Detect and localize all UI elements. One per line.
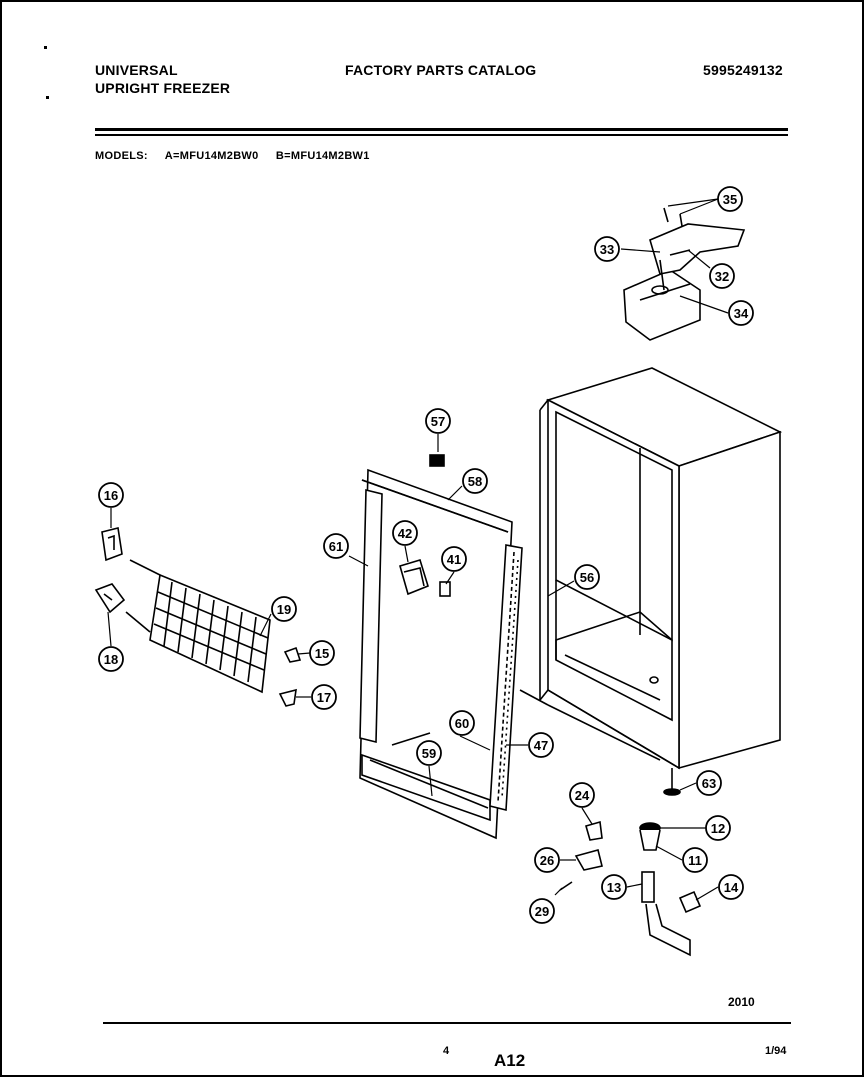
- callout-11: 11: [682, 847, 708, 873]
- svg-text:56: 56: [580, 570, 594, 585]
- part-24-fitting: [585, 820, 603, 841]
- callout-58: 58: [462, 468, 488, 494]
- callout-13: 13: [601, 874, 627, 900]
- callout-32: 32: [709, 263, 735, 289]
- svg-text:16: 16: [104, 488, 118, 503]
- leveling-leg: [663, 768, 681, 796]
- scan-mark: [44, 46, 47, 49]
- svg-text:17: 17: [317, 690, 331, 705]
- callout-14: 14: [718, 874, 744, 900]
- brand-line-1: UNIVERSAL: [95, 62, 178, 78]
- shelf-clip-lower: [278, 688, 297, 707]
- drain-clip: [678, 890, 702, 914]
- door-handle-part: [399, 559, 429, 596]
- door-shelf-grille: [125, 559, 271, 694]
- models-line: MODELS: A=MFU14M2BW0 B=MFU14M2BW1: [95, 150, 384, 162]
- svg-text:34: 34: [734, 306, 749, 321]
- svg-text:59: 59: [422, 746, 436, 761]
- shelf-clip-upper: [283, 646, 302, 663]
- svg-text:41: 41: [447, 552, 461, 567]
- svg-text:63: 63: [702, 776, 716, 791]
- callout-41: 41: [441, 546, 467, 572]
- part-callouts: 35 33 32 34 57 58 16 61 42 41 56 19 15 1…: [98, 186, 754, 924]
- svg-text:12: 12: [711, 821, 725, 836]
- model-b: B=MFU14M2BW1: [275, 150, 370, 162]
- svg-text:24: 24: [575, 788, 590, 803]
- callout-33: 33: [594, 236, 620, 262]
- shelf-bracket-upper: [101, 527, 123, 562]
- callout-12: 12: [705, 815, 731, 841]
- callout-15: 15: [309, 640, 335, 666]
- catalog-date: 1/94: [765, 1045, 787, 1057]
- callout-29: 29: [529, 898, 555, 924]
- header-rule-bottom: [95, 134, 788, 136]
- door-plug: [429, 454, 445, 467]
- door-gasket: [489, 544, 523, 812]
- page-number: 4: [443, 1045, 450, 1057]
- callout-19: 19: [271, 596, 297, 622]
- model-a: A=MFU14M2BW0: [164, 150, 259, 162]
- leader-lines: [107, 198, 729, 901]
- svg-text:42: 42: [398, 526, 412, 541]
- drain-tube: [641, 871, 691, 957]
- callout-61: 61: [323, 533, 349, 559]
- part-26-fitting: [574, 849, 603, 871]
- callout-18: 18: [98, 646, 124, 672]
- svg-text:11: 11: [688, 853, 702, 868]
- thermostat-assembly: [623, 207, 746, 341]
- callout-47: 47: [528, 732, 554, 758]
- catalog-title: FACTORY PARTS CATALOG: [345, 62, 537, 78]
- callout-16: 16: [98, 482, 124, 508]
- callout-24: 24: [569, 782, 595, 808]
- catalog-number: 5995249132: [703, 62, 783, 78]
- callout-42: 42: [392, 520, 418, 546]
- drain-cap: [639, 822, 661, 851]
- svg-text:61: 61: [329, 539, 343, 554]
- models-label: MODELS:: [95, 150, 148, 162]
- svg-text:13: 13: [607, 880, 621, 895]
- shelf-bracket-lower: [94, 583, 126, 614]
- callout-63: 63: [696, 770, 722, 796]
- svg-text:29: 29: [535, 904, 549, 919]
- svg-text:58: 58: [468, 474, 482, 489]
- svg-text:47: 47: [534, 738, 548, 753]
- svg-text:35: 35: [723, 192, 737, 207]
- callout-56: 56: [574, 564, 600, 590]
- svg-text:32: 32: [715, 269, 729, 284]
- svg-text:26: 26: [540, 853, 554, 868]
- callout-34: 34: [728, 300, 754, 326]
- callout-26: 26: [534, 847, 560, 873]
- callout-59: 59: [416, 740, 442, 766]
- scan-mark: [46, 96, 49, 99]
- callout-17: 17: [311, 684, 337, 710]
- brand-line-2: UPRIGHT FREEZER: [95, 80, 231, 96]
- svg-text:15: 15: [315, 646, 329, 661]
- diagram-code: 2010: [728, 995, 755, 1009]
- svg-text:14: 14: [724, 880, 739, 895]
- footer-rule: [103, 1022, 791, 1024]
- svg-text:33: 33: [600, 242, 614, 257]
- svg-text:60: 60: [455, 716, 469, 731]
- svg-text:57: 57: [431, 414, 445, 429]
- svg-text:18: 18: [104, 652, 118, 667]
- header-rule-top: [95, 128, 788, 131]
- svg-text:19: 19: [277, 602, 291, 617]
- callout-57: 57: [425, 408, 451, 434]
- callout-60: 60: [449, 710, 475, 736]
- section-code: A12: [494, 1051, 526, 1070]
- callout-35: 35: [717, 186, 743, 212]
- door-small-part: [439, 581, 451, 597]
- freezer-door: [359, 468, 513, 840]
- freezer-cabinet: [519, 367, 783, 770]
